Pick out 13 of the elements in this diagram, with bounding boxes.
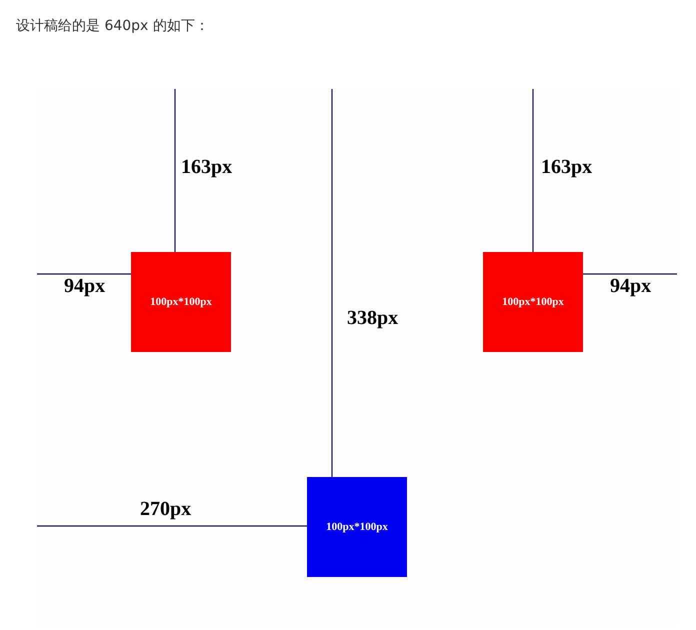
heading: 设计稿给的是 640px 的如下： [16, 17, 209, 35]
square-box [307, 477, 407, 577]
size-label: 100px*100px [326, 521, 388, 533]
square-box [131, 252, 231, 352]
dimension-label: 94px [610, 275, 652, 297]
dimension-label: 94px [64, 275, 106, 297]
dimension-label: 270px [140, 498, 192, 520]
dimension-label: 338px [347, 307, 398, 329]
size-label: 100px*100px [150, 296, 212, 308]
square-box [483, 252, 583, 352]
dimension-label: 163px [541, 156, 592, 178]
size-label: 100px*100px [502, 296, 564, 308]
dimension-label: 163px [181, 156, 232, 178]
